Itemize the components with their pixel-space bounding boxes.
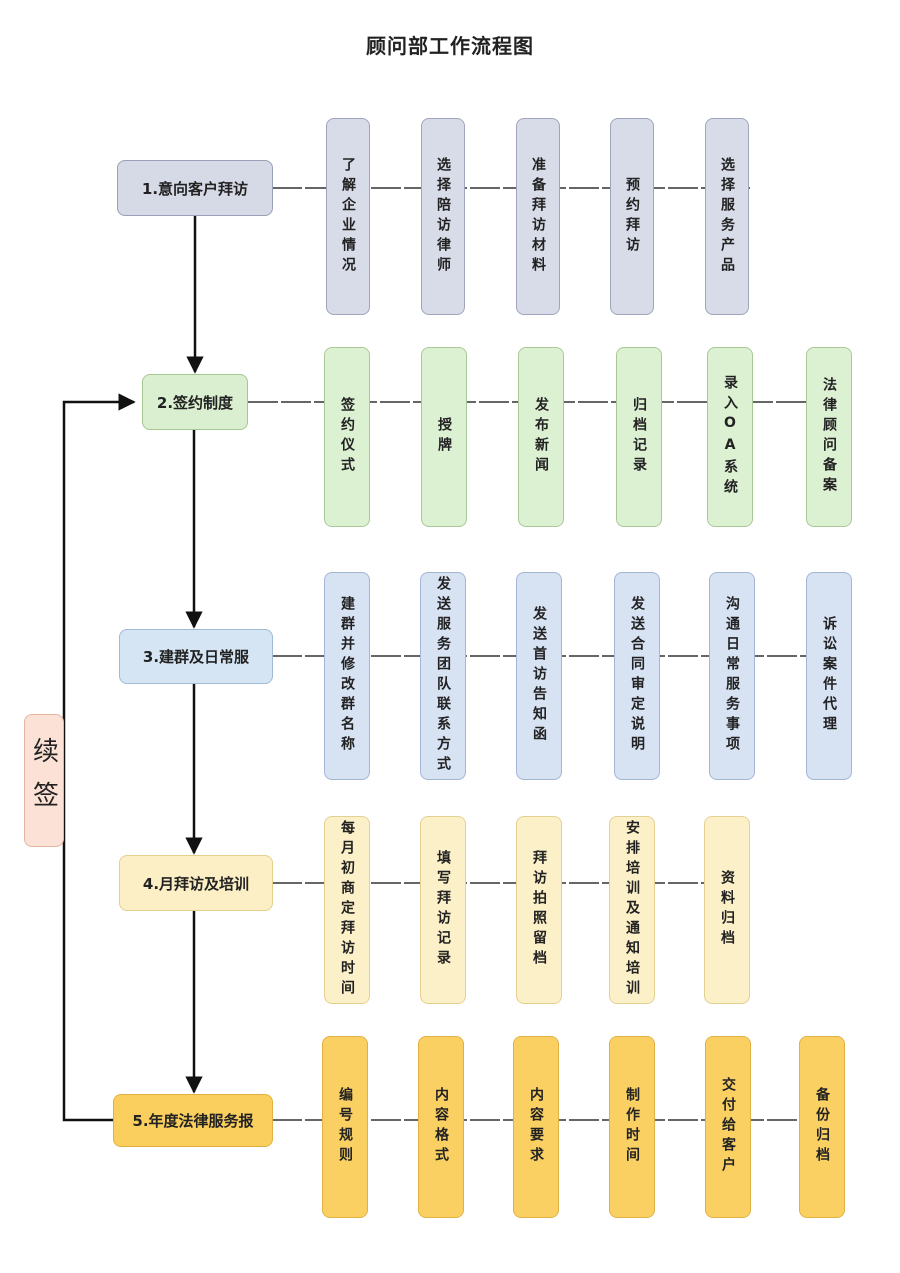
step-label: 编号规则: [337, 1087, 353, 1167]
renew-loop-arrow: [62, 393, 136, 1122]
step-box: 沟通日常服务事项: [709, 572, 755, 780]
step-box: 发布新闻: [518, 347, 564, 527]
step-label: 签约仪式: [339, 397, 355, 477]
step-box: 发送首访告知函: [516, 572, 562, 780]
step-label: 发布新闻: [533, 397, 549, 477]
step-label: 备份归档: [814, 1087, 830, 1167]
step-box: 拜访拍照留档: [516, 816, 562, 1004]
step-label: 诉讼案件代理: [821, 616, 837, 736]
step-label: 预约拜访: [624, 176, 640, 257]
step-box: 备份归档: [799, 1036, 845, 1218]
stage-4-box: 4.月拜访及培训: [119, 855, 273, 911]
stage-label: 1.意向客户拜访: [141, 179, 249, 198]
step-box: 准备拜访材料: [516, 118, 560, 315]
step-label: 授牌: [436, 417, 452, 457]
stage-1-box: 1.意向客户拜访: [117, 160, 273, 216]
step-label: 选择陪访律师: [435, 156, 451, 277]
step-label: 选择服务产品: [719, 156, 735, 277]
step-box: 授牌: [421, 347, 467, 527]
step-box: 内容格式: [418, 1036, 464, 1218]
step-box: 制作时间: [609, 1036, 655, 1218]
step-label: 制作时间: [624, 1087, 640, 1167]
stage-label: 3.建群及日常服: [142, 648, 250, 666]
stage-3-box: 3.建群及日常服: [119, 629, 273, 684]
step-box: 内容要求: [513, 1036, 559, 1218]
step-label: 填写拜访记录: [435, 850, 451, 970]
step-box: 诉讼案件代理: [806, 572, 852, 780]
stage-label: 5.年度法律服务报: [132, 1112, 254, 1130]
step-box: 选择服务产品: [705, 118, 749, 315]
stage-2-box: 2.签约制度: [142, 374, 248, 430]
step-label: 拜访拍照留档: [531, 850, 547, 970]
step-label: 资料归档: [719, 870, 735, 950]
step-label: 法律顾问备案: [821, 377, 837, 497]
step-label: 沟通日常服务事项: [724, 596, 740, 756]
stage-5-box: 5.年度法律服务报: [113, 1094, 273, 1147]
step-label: 录入OA系统: [722, 375, 738, 499]
step-label: 发送首访告知函: [531, 606, 547, 746]
step-box: 编号规则: [322, 1036, 368, 1218]
step-box: 资料归档: [704, 816, 750, 1004]
step-label: 建群并修改群名称: [339, 596, 355, 756]
step-box: 归档记录: [616, 347, 662, 527]
step-label: 发送服务团队联系方式: [435, 576, 451, 776]
renew-box: 续签: [24, 714, 64, 847]
step-label: 安排培训及通知培训: [624, 820, 640, 1000]
renew-label: 续签: [28, 736, 59, 825]
step-box: 预约拜访: [610, 118, 654, 315]
step-label: 交付给客户: [720, 1077, 736, 1177]
step-label: 发送合同审定说明: [629, 596, 645, 756]
stage-label: 2.签约制度: [156, 393, 234, 412]
step-label: 内容格式: [433, 1087, 449, 1167]
step-box: 交付给客户: [705, 1036, 751, 1218]
step-label: 归档记录: [631, 397, 647, 477]
step-box: 签约仪式: [324, 347, 370, 527]
step-box: 填写拜访记录: [420, 816, 466, 1004]
step-box: 安排培训及通知培训: [609, 816, 655, 1004]
stage-label: 4.月拜访及培训: [142, 874, 250, 893]
step-box: 录入OA系统: [707, 347, 753, 527]
page-title: 顾问部工作流程图: [366, 34, 534, 58]
step-box: 选择陪访律师: [421, 118, 465, 315]
step-box: 每月初商定拜访时间: [324, 816, 370, 1004]
step-box: 法律顾问备案: [806, 347, 852, 527]
step-box: 了解企业情况: [326, 118, 370, 315]
step-label: 了解企业情况: [340, 156, 356, 277]
step-label: 每月初商定拜访时间: [339, 820, 355, 1000]
step-box: 建群并修改群名称: [324, 572, 370, 780]
step-label: 内容要求: [528, 1087, 544, 1167]
step-label: 准备拜访材料: [530, 156, 546, 277]
step-box: 发送服务团队联系方式: [420, 572, 466, 780]
step-box: 发送合同审定说明: [614, 572, 660, 780]
